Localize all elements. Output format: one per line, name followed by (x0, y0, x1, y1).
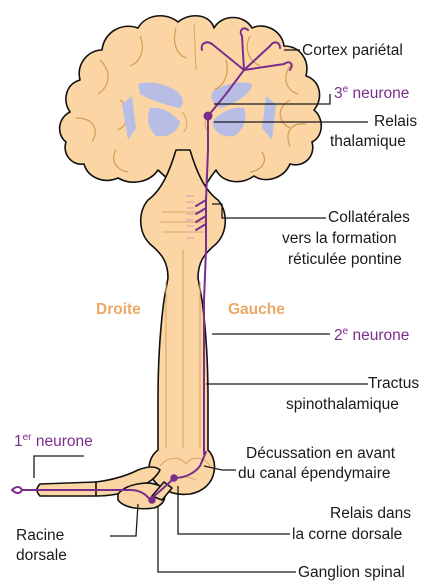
label-relais-dorsale-2: la corne dorsale (292, 526, 402, 543)
label-tractus-1: Tractus (368, 375, 419, 392)
label-relais-thalamique-1: Relais (374, 113, 417, 130)
label-collaterales-1: Collatérales (328, 209, 410, 226)
label-decussation-2: du canal épendymaire (238, 465, 391, 482)
brainstem-and-cord (141, 150, 226, 494)
label-neuron-3: 3e neurone (334, 84, 409, 102)
label-ganglion: Ganglion spinal (298, 564, 405, 581)
label-cortex: Cortex pariétal (302, 42, 403, 59)
label-racine-1: Racine (16, 527, 64, 544)
label-relais-dorsale-1: Relais dans (330, 505, 411, 522)
label-neuron-1: 1er neurone (14, 432, 93, 450)
label-tractus-2: spinothalamique (286, 396, 399, 413)
label-relais-thalamique-2: thalamique (330, 133, 406, 150)
label-decussation-1: Décussation en avant (246, 445, 396, 462)
label-racine-2: dorsale (16, 547, 67, 564)
label-neuron-2: 2e neurone (334, 326, 409, 344)
label-collaterales-3: réticulée pontine (288, 251, 402, 268)
ganglion-soma (149, 497, 155, 503)
label-gauche: Gauche (228, 301, 285, 318)
label-collaterales-2: vers la formation (282, 230, 397, 247)
label-droite: Droite (96, 301, 141, 318)
